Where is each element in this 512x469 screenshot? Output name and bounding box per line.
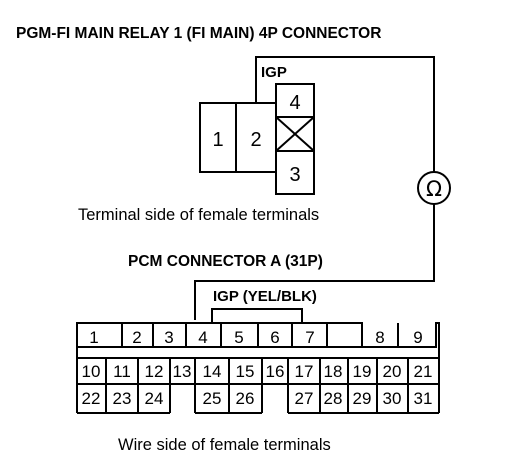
- pcm-terminal-23: 23: [113, 389, 132, 408]
- pcm-igp-label: IGP (YEL/BLK): [213, 288, 317, 305]
- pcm-terminal-6: 6: [270, 328, 279, 347]
- pcm-terminal-16: 16: [266, 362, 285, 381]
- pcm-connector-title: PCM CONNECTOR A (31P): [128, 253, 323, 270]
- relay-caption: Terminal side of female terminals: [78, 206, 319, 224]
- pcm-connector: [76, 322, 440, 414]
- pcm-terminal-28: 28: [324, 389, 343, 408]
- relay-to-meter-wire: [255, 56, 435, 172]
- pcm-terminal-7: 7: [305, 328, 314, 347]
- pcm-terminal-22: 22: [82, 389, 101, 408]
- pcm-terminal-8: 8: [375, 328, 384, 347]
- pcm-terminal-25: 25: [203, 389, 222, 408]
- pcm-terminal-3: 3: [164, 328, 173, 347]
- meter-to-pcm-wire: [194, 204, 435, 320]
- pcm-terminal-15: 15: [236, 362, 255, 381]
- relay-connector-title: PGM-FI MAIN RELAY 1 (FI MAIN) 4P CONNECT…: [16, 25, 381, 42]
- pcm-terminal-19: 19: [353, 362, 372, 381]
- pcm-terminal-5: 5: [234, 328, 243, 347]
- pcm-caption: Wire side of female terminals: [118, 436, 331, 454]
- blocked-cross-line-b: [275, 116, 315, 152]
- relay-terminal-4: 4: [289, 92, 300, 114]
- pcm-terminal-30: 30: [383, 389, 402, 408]
- relay-terminal-2: 2: [250, 129, 261, 151]
- relay-cavity-3: [275, 150, 315, 195]
- relay-terminal-3: 3: [289, 164, 300, 186]
- pcm-terminal-13: 13: [173, 362, 192, 381]
- pcm-terminal-24: 24: [145, 389, 164, 408]
- pcm-terminal-14: 14: [203, 362, 222, 381]
- pcm-terminal-4: 4: [198, 328, 207, 347]
- pcm-terminal-29: 29: [353, 389, 372, 408]
- pcm-terminal-9: 9: [413, 328, 422, 347]
- pcm-terminal-21: 21: [414, 362, 433, 381]
- pcm-terminal-11: 11: [113, 362, 131, 381]
- relay-terminal-1: 1: [212, 129, 223, 151]
- igp-bracket: [211, 308, 303, 323]
- ohm-symbol: Ω: [426, 177, 442, 201]
- pcm-terminal-18: 18: [324, 362, 343, 381]
- pcm-terminal-17: 17: [295, 362, 314, 381]
- pcm-terminal-12: 12: [145, 362, 164, 381]
- pcm-terminal-27: 27: [295, 389, 314, 408]
- pcm-terminal-2: 2: [132, 328, 141, 347]
- pcm-terminal-26: 26: [236, 389, 255, 408]
- pcm-terminal-31: 31: [414, 389, 433, 408]
- pcm-terminal-1: 1: [89, 328, 98, 347]
- pcm-terminal-20: 20: [383, 362, 402, 381]
- relay-igp-label: IGP: [261, 64, 287, 81]
- pcm-terminal-10: 10: [82, 362, 101, 381]
